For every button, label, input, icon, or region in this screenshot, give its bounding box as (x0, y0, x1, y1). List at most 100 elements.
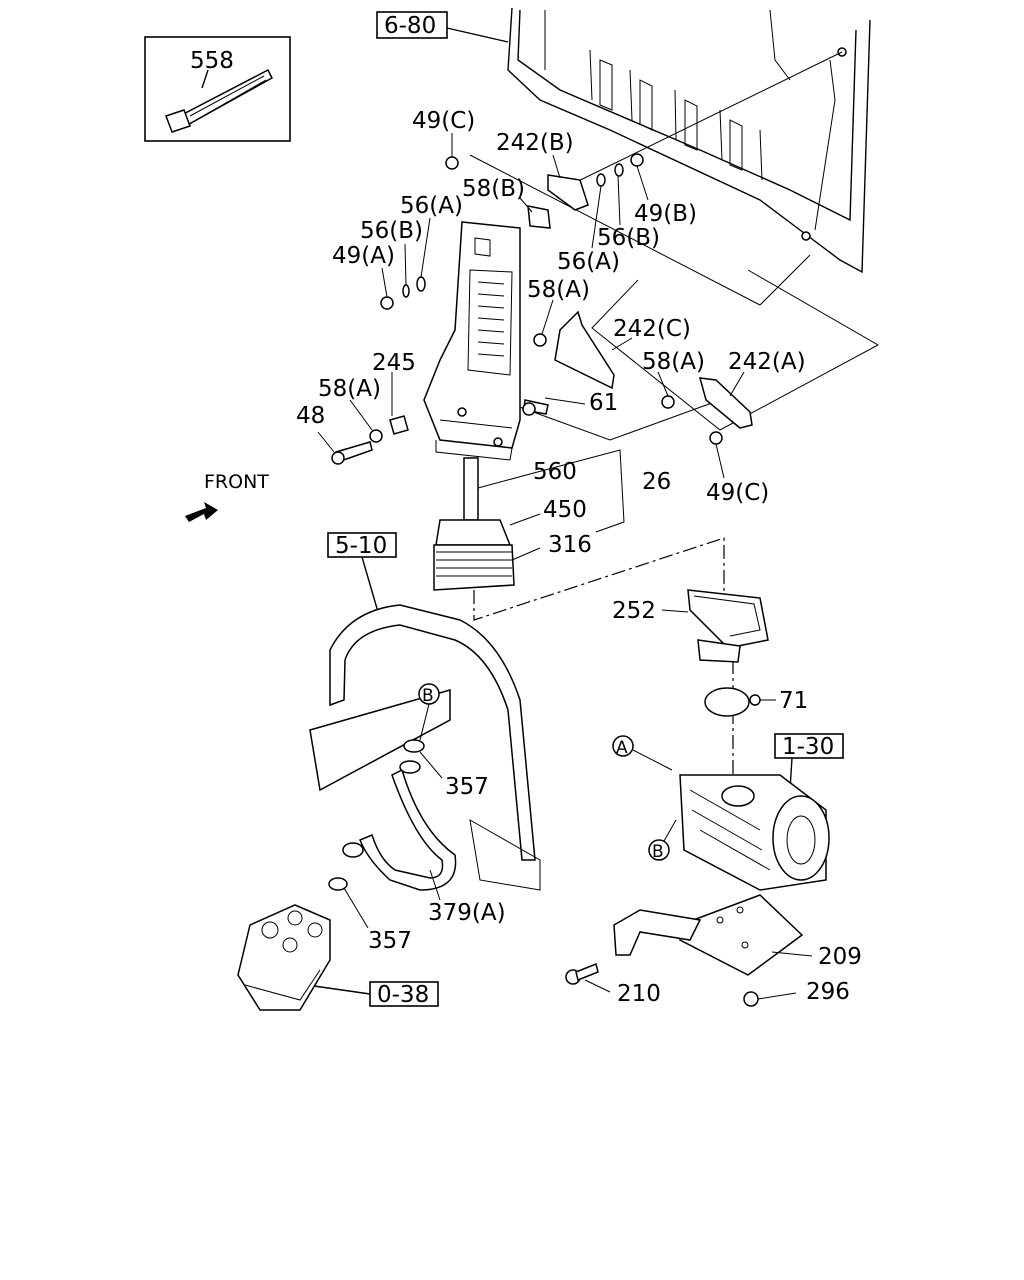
front-label: FRONT (204, 471, 269, 493)
callout-209: 209 (818, 944, 862, 970)
bracket-242c-group (522, 310, 615, 416)
nut-49a (380, 296, 394, 310)
air-cleaner-cap (772, 795, 830, 881)
circle-markers: B A B (418, 683, 677, 862)
funnel-252 (687, 589, 769, 649)
air-cleaner-bracket-group (565, 894, 804, 1007)
bracket-242a-group (661, 377, 753, 445)
callout-58a-upper: 58(A) (527, 277, 590, 303)
air-cleaner-group: 1-30 (679, 733, 844, 891)
bracket-242b-group (380, 153, 644, 310)
callout-379a: 379(A) (428, 900, 506, 926)
washer-56a (596, 173, 606, 187)
ref-6-80: 6-80 (384, 13, 436, 39)
collar-450 (435, 519, 512, 546)
frame-tube (329, 604, 536, 861)
washer-56b-left (402, 284, 410, 298)
marker-b-upper-text: B (422, 686, 434, 706)
callout-296: 296 (806, 979, 850, 1005)
ref-0-38: 0-38 (377, 982, 429, 1008)
hose-379a (359, 768, 457, 891)
hose-group (328, 739, 457, 891)
duct-screw (457, 407, 467, 417)
marker-b-lower (648, 839, 670, 861)
nut-49c-lower (709, 431, 723, 445)
intake-duct-assembly (423, 221, 521, 461)
grommet-58a-left (369, 429, 383, 443)
callout-58a-left: 58(A) (318, 376, 381, 402)
ref-1-30: 1-30 (782, 734, 834, 760)
clamp-71-screw (749, 694, 761, 706)
callout-245: 245 (372, 350, 416, 376)
callout-242a: 242(A) (728, 349, 806, 375)
rubber-mount-58b (527, 205, 551, 229)
cab-rear-panel: 6-80 (376, 7, 871, 274)
mount-reference-lines (469, 51, 880, 441)
clamp-71 (704, 687, 750, 717)
callout-56a-left: 56(A) (400, 193, 463, 219)
bracket-242b (547, 174, 589, 211)
callout-56a-mid: 56(A) (557, 249, 620, 275)
nut-49c (445, 156, 459, 170)
marker-a-text: A (616, 738, 628, 758)
callout-560: 560 (533, 459, 577, 485)
callout-242b: 242(B) (496, 130, 574, 156)
callout-357-lower: 357 (368, 928, 412, 954)
bolt-48-head (331, 451, 345, 465)
nut-296 (743, 991, 759, 1007)
bracket-242c (554, 310, 615, 390)
callout-450: 450 (543, 497, 587, 523)
callout-210: 210 (617, 981, 661, 1007)
hose-clamp-357-upper (403, 739, 425, 753)
marker-a (612, 735, 634, 757)
bracket-arm (613, 909, 702, 956)
washer-56b (614, 163, 624, 177)
hose-end-upper (399, 760, 421, 774)
callout-316: 316 (548, 532, 592, 558)
compressor-group: 0-38 (237, 904, 439, 1011)
callout-labels: 49(C) 242(B) 58(B) 56(A) 56(B) 49(A) 49(… (296, 108, 862, 1007)
duct-screw (493, 437, 503, 447)
front-indicator: FRONT (185, 471, 269, 522)
frame-group: 5-10 (309, 532, 541, 891)
leader-lines (317, 133, 813, 1000)
callout-58b: 58(B) (462, 176, 525, 202)
inset-part-number: 558 (190, 48, 234, 74)
spacer-245 (389, 415, 409, 435)
washer-56a-left (416, 276, 426, 292)
pre-cleaner-assembly (433, 457, 515, 591)
intake-funnel-group (687, 589, 769, 717)
frame-rail (309, 689, 451, 792)
hose-clamp-357-lower (328, 877, 348, 891)
callout-48: 48 (296, 403, 325, 429)
callout-49c-bottom: 49(C) (706, 480, 769, 506)
intake-duct (423, 221, 521, 449)
compressor-body (237, 904, 331, 1011)
inset-cable-tie: 558 (144, 36, 291, 142)
cab-bolt-hole-lower (801, 231, 811, 241)
callout-49a: 49(A) (332, 243, 395, 269)
bracket-242a (698, 377, 753, 429)
callout-49c-top: 49(C) (412, 108, 475, 134)
left-hardware-group (331, 415, 409, 465)
cap-560 (463, 457, 479, 521)
callout-58a-right: 58(A) (642, 349, 705, 375)
callout-56b-left: 56(B) (360, 218, 423, 244)
callout-357-upper: 357 (445, 774, 489, 800)
hose-end-lower (342, 842, 364, 858)
callout-252: 252 (612, 598, 656, 624)
flow-lines (473, 537, 734, 780)
callout-26: 26 (642, 469, 671, 495)
funnel-neck (697, 639, 741, 663)
callout-242c: 242(C) (613, 316, 691, 342)
air-cleaner-inlet (721, 785, 755, 807)
grommet-58a-upper (533, 333, 547, 347)
callout-71: 71 (779, 688, 808, 714)
callout-61: 61 (589, 390, 618, 416)
bolt-61-head (522, 402, 536, 416)
bolt-210 (575, 962, 599, 982)
ref-5-10: 5-10 (335, 533, 387, 559)
callout-49b: 49(B) (634, 201, 697, 227)
callout-56b-mid: 56(B) (597, 225, 660, 251)
